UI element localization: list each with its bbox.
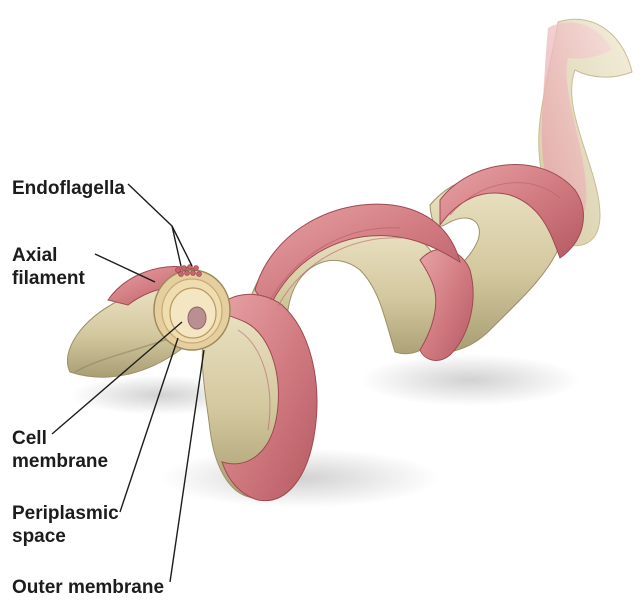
- axial-filament-label: Axial filament: [12, 244, 85, 290]
- periplasmic-space-label: Periplasmic space: [12, 502, 119, 548]
- axial-filament-leader: [94, 253, 156, 283]
- cell-membrane-label: Cell membrane: [12, 427, 108, 473]
- leader-lines: [51, 183, 205, 583]
- endoflagella-label-text: Endoflagella: [12, 178, 125, 199]
- axial-filament-label-line-2: filament: [12, 268, 85, 289]
- periplasmic-space-label-line-1: Periplasmic: [12, 503, 119, 524]
- cell-membrane-leader: [51, 321, 183, 435]
- endoflagella-leader-b: [171, 225, 193, 267]
- cell-membrane-label-line-2: membrane: [12, 451, 109, 472]
- periplasmic-space-leader: [119, 337, 179, 513]
- outer-membrane-label: Outer membrane: [12, 576, 164, 599]
- periplasmic-space-label-line-2: space: [12, 526, 66, 547]
- cell-membrane-label-line-1: Cell: [12, 428, 47, 449]
- axial-filament-label-line-1: Axial: [12, 245, 58, 266]
- endoflagella-label: Endoflagella: [12, 177, 125, 200]
- outer-membrane-leader: [169, 349, 205, 583]
- cytoplasm-core: [187, 306, 207, 330]
- endoflagella-leader-a: [127, 183, 182, 267]
- outer-membrane-label-text: Outer membrane: [12, 577, 165, 598]
